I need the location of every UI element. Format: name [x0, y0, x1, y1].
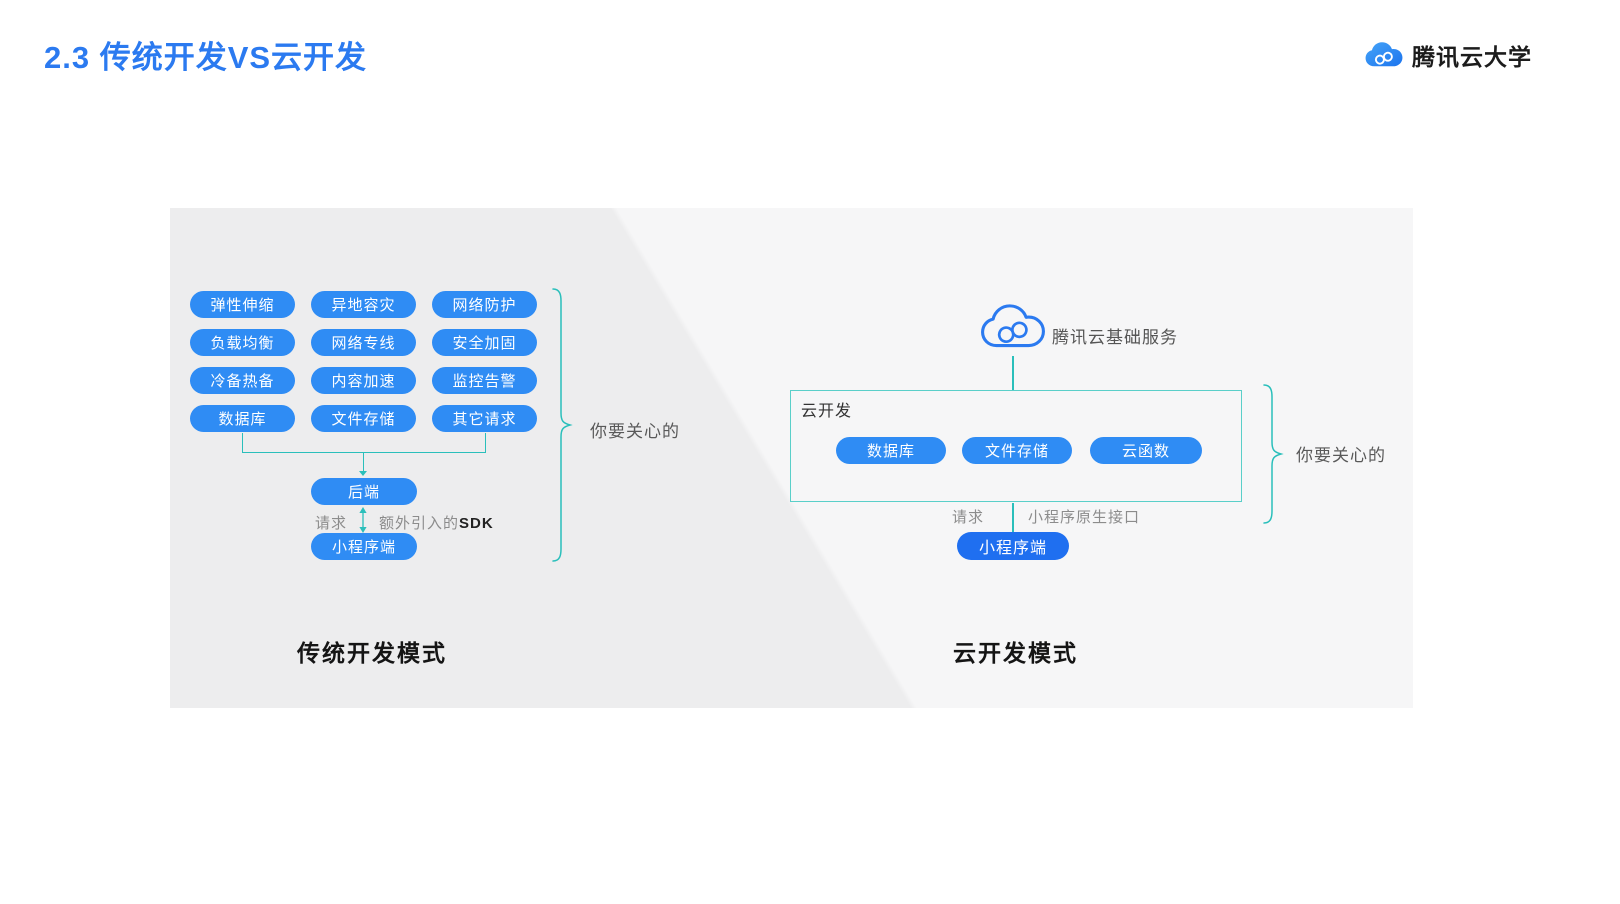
page-title: 2.3 传统开发VS云开发	[44, 40, 368, 75]
capability-node: 冷备热备	[190, 367, 295, 394]
connector-line	[1012, 356, 1014, 390]
connector-line	[242, 452, 486, 453]
sdk-label-bold: SDK	[459, 515, 494, 532]
connector-line	[363, 452, 364, 471]
backend-node: 后端	[311, 478, 417, 505]
mode-label-traditional: 传统开发模式	[297, 640, 447, 666]
cloud-service-node: 文件存储	[962, 437, 1072, 464]
tencent-cloud-icon	[981, 304, 1045, 348]
updown-arrow-icon	[359, 507, 367, 533]
capability-node: 负载均衡	[190, 329, 295, 356]
connector-line	[1012, 503, 1014, 532]
capability-node: 网络专线	[311, 329, 416, 356]
capability-node: 异地容灾	[311, 291, 416, 318]
connector-line	[242, 433, 243, 452]
sdk-label: 额外引入的SDK	[379, 512, 494, 533]
mode-label-cloud: 云开发模式	[953, 640, 1078, 666]
cloud-dev-box	[790, 390, 1242, 502]
capability-node: 网络防护	[432, 291, 537, 318]
capability-node: 内容加速	[311, 367, 416, 394]
capability-node: 其它请求	[432, 405, 537, 432]
native-api-label: 小程序原生接口	[1028, 509, 1141, 526]
capability-node: 数据库	[190, 405, 295, 432]
capability-node: 监控告警	[432, 367, 537, 394]
brace-traditional	[552, 288, 573, 562]
miniprogram-node-cloud: 小程序端	[957, 532, 1069, 560]
sdk-label-prefix: 额外引入的	[379, 515, 460, 532]
capability-node: 安全加固	[432, 329, 537, 356]
brace-cloud	[1263, 384, 1284, 524]
request-label: 请求	[315, 515, 348, 532]
connector-arrow-icon	[359, 471, 367, 476]
cloud-service-node: 数据库	[836, 437, 946, 464]
connector-line	[485, 433, 486, 452]
brand: 腾讯云大学	[1364, 38, 1532, 72]
care-label-traditional: 你要关心的	[590, 422, 680, 441]
tencent-cloud-logo-icon	[1365, 42, 1403, 67]
cloud-service-label: 腾讯云基础服务	[1052, 328, 1178, 347]
cloud-dev-box-label: 云开发	[801, 403, 853, 420]
request-label-cloud: 请求	[952, 509, 985, 526]
capability-node: 弹性伸缩	[190, 291, 295, 318]
miniprogram-node-traditional: 小程序端	[311, 533, 417, 560]
brand-name: 腾讯云大学	[1412, 44, 1532, 70]
cloud-service-node: 云函数	[1090, 437, 1202, 464]
care-label-cloud: 你要关心的	[1296, 446, 1386, 465]
capability-node: 文件存储	[311, 405, 416, 432]
